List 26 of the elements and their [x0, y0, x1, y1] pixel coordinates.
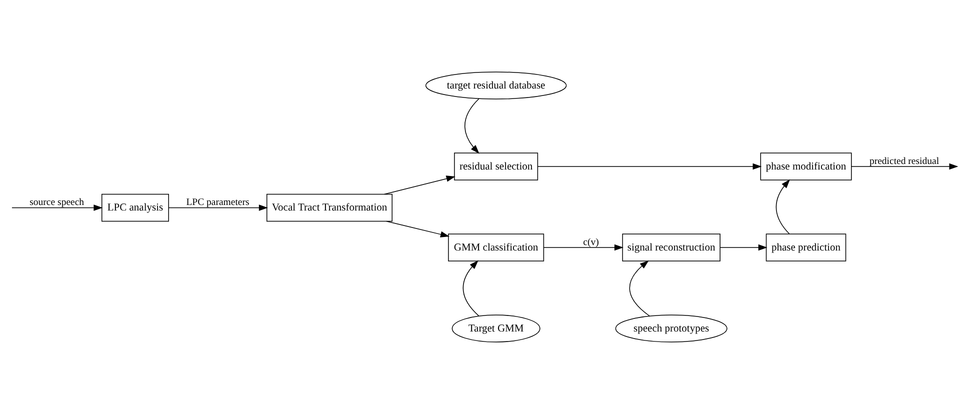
node-box: phase modification [760, 152, 852, 180]
node-box: Vocal Tract Transformation [266, 194, 392, 222]
node-box: LPC analysis [101, 194, 169, 222]
node-ellipse: speech prototypes [615, 314, 728, 342]
edge-label: c(v) [583, 236, 599, 248]
arrow [384, 176, 456, 195]
edge-label: LPC parameters [186, 197, 250, 208]
arrow [12, 204, 103, 211]
node-ellipse: target residual database [425, 72, 567, 100]
arrow [386, 220, 450, 238]
arrow [168, 204, 268, 211]
arrow [776, 179, 790, 234]
node-box: residual selection [454, 152, 538, 180]
node-box: phase prediction [766, 234, 846, 262]
arrow [851, 163, 958, 170]
arrow [629, 260, 650, 316]
arrow [543, 244, 624, 251]
node-ellipse: Target GMM [452, 314, 540, 342]
edge-label: source speech [30, 197, 84, 208]
edge-label: predicted residual [869, 156, 940, 167]
arrow [720, 244, 768, 251]
arrow [462, 260, 480, 316]
arrow [537, 163, 762, 170]
node-box: GMM classification [448, 234, 544, 262]
arrow [464, 98, 480, 154]
node-box: signal reconstruction [622, 234, 720, 262]
